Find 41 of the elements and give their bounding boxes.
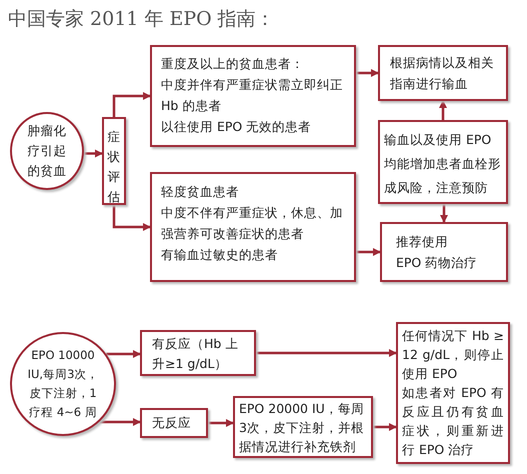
node-text: EPO 药物治疗 bbox=[396, 254, 478, 272]
node-text: 以往使用 EPO 无效的患者 bbox=[161, 118, 312, 136]
node-text: 中度不伴有严重症状，休息、加强营养可改善症状的患者 bbox=[161, 204, 344, 243]
node-text: 症状评估 bbox=[107, 128, 121, 206]
process-box bbox=[233, 396, 373, 458]
process-box bbox=[140, 330, 256, 376]
node-text: 输血以及使用 EPO 均能增加患者血栓形成风险，注意预防 bbox=[384, 131, 502, 197]
node-text: 如患者对 EPO 有反应且仍有贫血症状，则重新进行 EPO 治疗 bbox=[402, 384, 504, 459]
node-text: EPO 20000 IU，每周 3次，皮下注射，并根据情况进行补充铁剂 bbox=[239, 400, 365, 456]
process-box bbox=[140, 408, 208, 438]
node-text: 重度及以上的贫血患者： bbox=[161, 55, 305, 73]
arrow bbox=[112, 205, 151, 231]
node-text: 轻度贫血患者 bbox=[161, 183, 240, 201]
arrow bbox=[84, 150, 103, 158]
assessment-box bbox=[102, 117, 126, 205]
node-text: 任何情况下 Hb ≥ 12 g/dL，则停止使用 EPO bbox=[402, 327, 504, 383]
node-text: 有输血过敏史的患者 bbox=[161, 246, 279, 264]
arrow bbox=[439, 100, 447, 120]
arrow bbox=[112, 92, 151, 117]
node-text: 无反应 bbox=[152, 414, 192, 432]
arrow bbox=[356, 69, 379, 77]
node-text: 中度并伴有严重症状需立即纠正 Hb 的患者 bbox=[161, 76, 344, 115]
process-box bbox=[150, 172, 356, 282]
arrow bbox=[208, 419, 234, 427]
arrow bbox=[256, 349, 397, 357]
process-box bbox=[380, 222, 508, 282]
process-box bbox=[378, 120, 508, 204]
arrow bbox=[356, 248, 381, 256]
process-box bbox=[396, 322, 510, 464]
node-text: 有反应（Hb 上升≥1 g/dL） bbox=[152, 335, 240, 373]
node-text: EPO 10000 IU,每周3次，皮下注射，1疗程 4~6 周 bbox=[26, 347, 100, 421]
process-box bbox=[150, 45, 356, 147]
node-text: 根据病情以及相关指南进行输血 bbox=[390, 54, 495, 93]
arrow bbox=[373, 423, 397, 431]
node-text: 肿瘤化疗引起的贫血 bbox=[26, 122, 68, 180]
title: 中国专家 2011 年 EPO 指南： bbox=[8, 7, 275, 32]
arrow bbox=[440, 204, 448, 223]
node-text: 推荐使用 bbox=[396, 233, 449, 251]
process-box bbox=[378, 45, 508, 101]
arrow bbox=[99, 418, 141, 426]
arrow bbox=[106, 350, 141, 358]
